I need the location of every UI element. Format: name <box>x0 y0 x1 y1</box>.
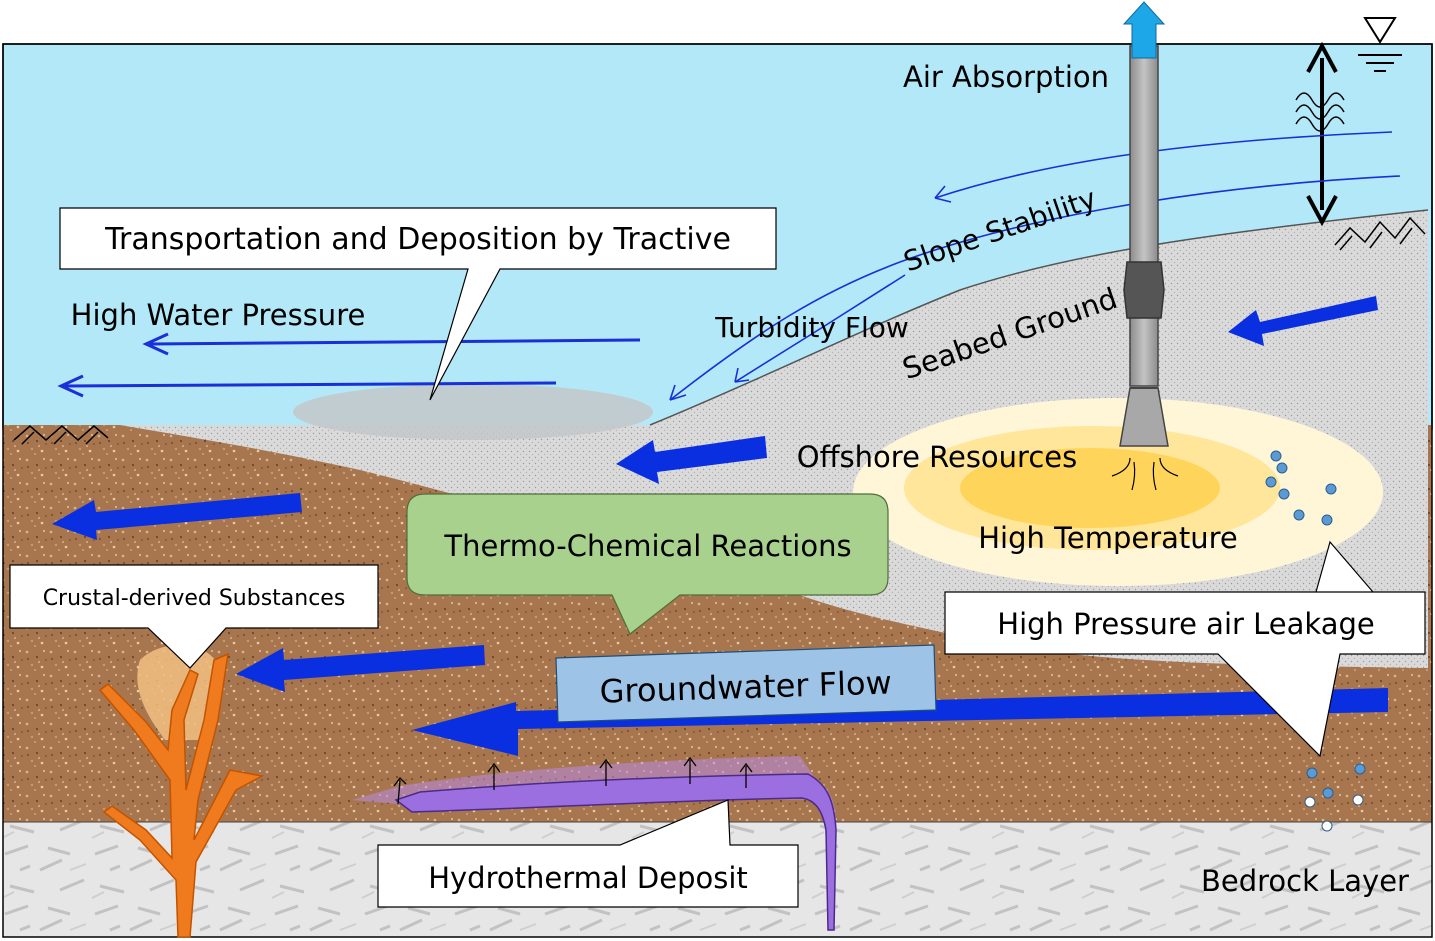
flow-arrow <box>236 645 485 692</box>
groundwater-label: Groundwater Flow <box>599 663 892 710</box>
pipe <box>1119 45 1169 447</box>
flow-arrow <box>616 436 767 484</box>
groundwater-arrow <box>412 688 1388 756</box>
crustal-branch-shape <box>98 652 265 938</box>
groundwater-callout: Groundwater Flow <box>555 644 937 723</box>
transportation-callout: Transportation and Deposition by Tractiv… <box>59 207 777 401</box>
transportation-label: Transportation and Deposition by Tractiv… <box>104 222 731 257</box>
depth-arrow-icon <box>1306 41 1338 227</box>
hydrothermal-deposit-shape <box>394 773 837 931</box>
turbidity-flow-label: Turbidity Flow <box>714 311 909 344</box>
deposition-mound <box>293 384 653 440</box>
offshore-resources-label: Offshore Resources <box>797 440 1077 474</box>
water-level-icon <box>1358 17 1402 72</box>
seabed-surface-line <box>649 209 1429 426</box>
gas-bubbles-upper <box>1265 450 1337 526</box>
high-temperature-label: High Temperature <box>978 521 1238 555</box>
flow-arrow <box>52 493 302 540</box>
upward-arrow-icon <box>1122 1 1166 59</box>
upwelling-arrows <box>393 756 753 805</box>
crustal-callout: Crustal-derived Substances <box>9 564 379 669</box>
crustal-label: Crustal-derived Substances <box>43 586 346 611</box>
suction-lines <box>1111 457 1179 491</box>
air-absorption-label: Air Absorption <box>903 60 1109 94</box>
hydrothermal-callout: Hydrothermal Deposit <box>377 799 799 908</box>
diagram-frame <box>2 43 1433 938</box>
ground-hatch-right <box>1334 216 1426 251</box>
hydrothermal-label: Hydrothermal Deposit <box>428 861 748 895</box>
heat-zone-inner <box>960 448 1220 528</box>
ground-hatch-left <box>13 425 109 445</box>
flow-arrow <box>1228 296 1378 346</box>
flow-arrows <box>52 296 1388 756</box>
air-leakage-callout: High Pressure air Leakage <box>944 540 1426 758</box>
gas-bubbles-lower <box>1304 763 1366 832</box>
water-pressure-arrows <box>57 332 641 398</box>
thermo-chemical-callout: Thermo-Chemical Reactions <box>406 493 889 635</box>
thermo-chemical-label: Thermo-Chemical Reactions <box>443 529 851 563</box>
bedrock-layer-label: Bedrock Layer <box>1201 864 1409 898</box>
air-leakage-label: High Pressure air Leakage <box>997 607 1374 641</box>
high-water-pressure-label: High Water Pressure <box>71 298 366 332</box>
